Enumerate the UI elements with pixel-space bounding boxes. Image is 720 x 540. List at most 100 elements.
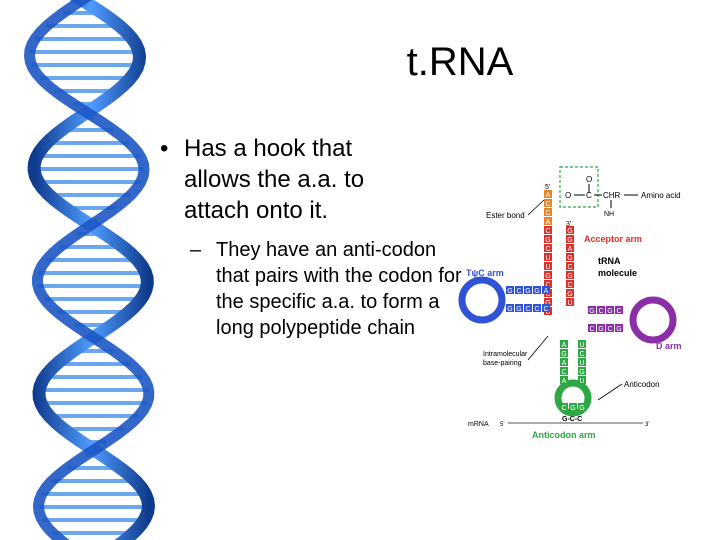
three-prime-top: 3' xyxy=(566,221,571,228)
d-bottom-base-letter: G xyxy=(616,326,621,333)
acceptor-left-base-letter: U xyxy=(545,309,550,316)
anticodon-left-base-letter: A xyxy=(562,378,567,385)
tpsic-bottom-base-letter: C xyxy=(534,306,539,313)
acceptor-left-base-letter: C xyxy=(545,228,550,235)
d-bottom-base-box xyxy=(597,324,605,332)
anticodon-loop-base-box xyxy=(569,403,577,411)
anticodon-right-base-letter: C xyxy=(579,351,584,358)
d-bottom-base-box xyxy=(606,324,614,332)
acceptor-left-base-letter: A xyxy=(546,192,551,199)
bullet-1-text: Has a hook that allows the a.a. to attac… xyxy=(184,135,365,224)
d-loop xyxy=(629,296,677,344)
acceptor-right-base-box xyxy=(566,244,574,252)
trna-molecule-line2: molecule xyxy=(598,268,637,278)
tpsic-bottom-base-letter: C xyxy=(543,306,548,313)
acceptor-left-base-box xyxy=(544,235,552,243)
tpsic-top-base-letter: G xyxy=(507,288,512,295)
acceptor-right-base-box xyxy=(566,280,574,288)
intramolecular-line2: base-pairing xyxy=(483,360,522,367)
acceptor-right-base-letter: G xyxy=(567,237,572,244)
mrna-label: mRNA xyxy=(468,421,489,428)
d-bottom-base-letter: C xyxy=(589,326,594,333)
bullet-2-text: They have an anti-codon that pairs with … xyxy=(216,239,462,339)
acceptor-right-base-letter: G xyxy=(567,255,572,262)
acceptor-right-base-box xyxy=(566,253,574,261)
tpsic-bottom-base-letter: G xyxy=(516,306,521,313)
carbonyl-o: O xyxy=(586,175,592,184)
codon-label: G-C-C xyxy=(562,416,582,423)
bullet-dash: – xyxy=(190,239,202,261)
anticodon-label: Anticodon xyxy=(624,380,660,389)
d-bottom-base-letter: C xyxy=(607,326,612,333)
acceptor-left-base-box xyxy=(544,226,552,234)
anticodon-left-base-letter: A xyxy=(562,342,567,349)
d-top-base-box xyxy=(606,306,614,314)
tpsic-bottom-base-letter: G xyxy=(507,306,512,313)
chr-label: CHR xyxy=(603,191,621,200)
tpsic-bottom-base-box xyxy=(533,304,541,312)
anticodon-right-base-box xyxy=(578,376,586,384)
acceptor-left-base-box xyxy=(544,280,552,288)
anticodon-loop-base-letter: G xyxy=(579,405,584,412)
anticodon-right-base-letter: U xyxy=(579,360,584,367)
acceptor-left-base-letter: G xyxy=(545,273,550,280)
anticodon-left-base-letter: A xyxy=(562,360,567,367)
acceptor-left-base-letter: C xyxy=(545,282,550,289)
tpsic-top-base-box xyxy=(524,286,532,294)
anticodon-right-base-box xyxy=(578,367,586,375)
dna-helix-image xyxy=(23,0,156,540)
acceptor-left-base-letter: U xyxy=(545,291,550,298)
acceptor-right-base-letter: C xyxy=(567,282,572,289)
anticodon-right-base-box xyxy=(578,358,586,366)
anticodon-right-base-letter: U xyxy=(579,342,584,349)
anticodon-left-base-box xyxy=(560,367,568,375)
acceptor-arm-label: Acceptor arm xyxy=(584,234,642,244)
intramolecular-line1: Intramolecular xyxy=(483,351,528,358)
tpsic-top-base-box xyxy=(506,286,514,294)
anticodon-loop-base-box xyxy=(578,403,586,411)
acceptor-right-base-box xyxy=(566,271,574,279)
acceptor-right-base-box xyxy=(566,289,574,297)
mrna-5-label: 5' xyxy=(500,422,504,428)
acceptor-right-base-letter: G xyxy=(567,228,572,235)
amino-acid-box xyxy=(559,166,599,208)
acceptor-left-base-box xyxy=(544,190,552,198)
anticodon-left-base-box xyxy=(560,340,568,348)
d-top-base-letter: C xyxy=(616,308,621,315)
tpsic-bottom-base-box xyxy=(542,304,550,312)
tpsic-top-base-box xyxy=(542,286,550,294)
acceptor-left-base-letter: C xyxy=(545,201,550,208)
acceptor-right-base-box xyxy=(566,262,574,270)
trna-molecule-line1: tRNA xyxy=(598,256,621,266)
d-bottom-base-box xyxy=(615,324,623,332)
tpsic-arm-label: TψC arm xyxy=(466,268,504,278)
anticodon-loop xyxy=(554,379,592,417)
mrna-3-label: 3' xyxy=(645,422,649,428)
tpsic-top-base-letter: G xyxy=(525,288,530,295)
tpsic-bottom-base-box xyxy=(506,304,514,312)
tpsic-loop xyxy=(458,276,506,324)
d-top-base-letter: G xyxy=(589,308,594,315)
acceptor-left-base-letter: A xyxy=(546,219,551,226)
tpsic-top-base-letter: A xyxy=(544,288,549,295)
anticodon-loop-base-letter: C xyxy=(561,405,566,412)
acceptor-left-base-letter: C xyxy=(545,210,550,217)
anticodon-left-base-box xyxy=(560,376,568,384)
acceptor-left-base-box xyxy=(544,199,552,207)
tpsic-bottom-base-box xyxy=(515,304,523,312)
acceptor-right-base-box xyxy=(566,226,574,234)
tpsic-top-base-letter: C xyxy=(516,288,521,295)
anticodon-left-base-box xyxy=(560,349,568,357)
acceptor-left-base-box xyxy=(544,253,552,261)
anticodon-left-base-letter: C xyxy=(561,369,566,376)
acceptor-left-base-box xyxy=(544,262,552,270)
tpsic-top-base-box xyxy=(515,286,523,294)
acceptor-left-base-letter: U xyxy=(545,255,550,262)
acceptor-left-base-letter: U xyxy=(545,264,550,271)
tpsic-top-base-box xyxy=(533,286,541,294)
acceptor-right-base-box xyxy=(566,235,574,243)
d-top-base-letter: C xyxy=(598,308,603,315)
acceptor-left-base-box xyxy=(544,244,552,252)
acceptor-left-base-box xyxy=(544,217,552,225)
